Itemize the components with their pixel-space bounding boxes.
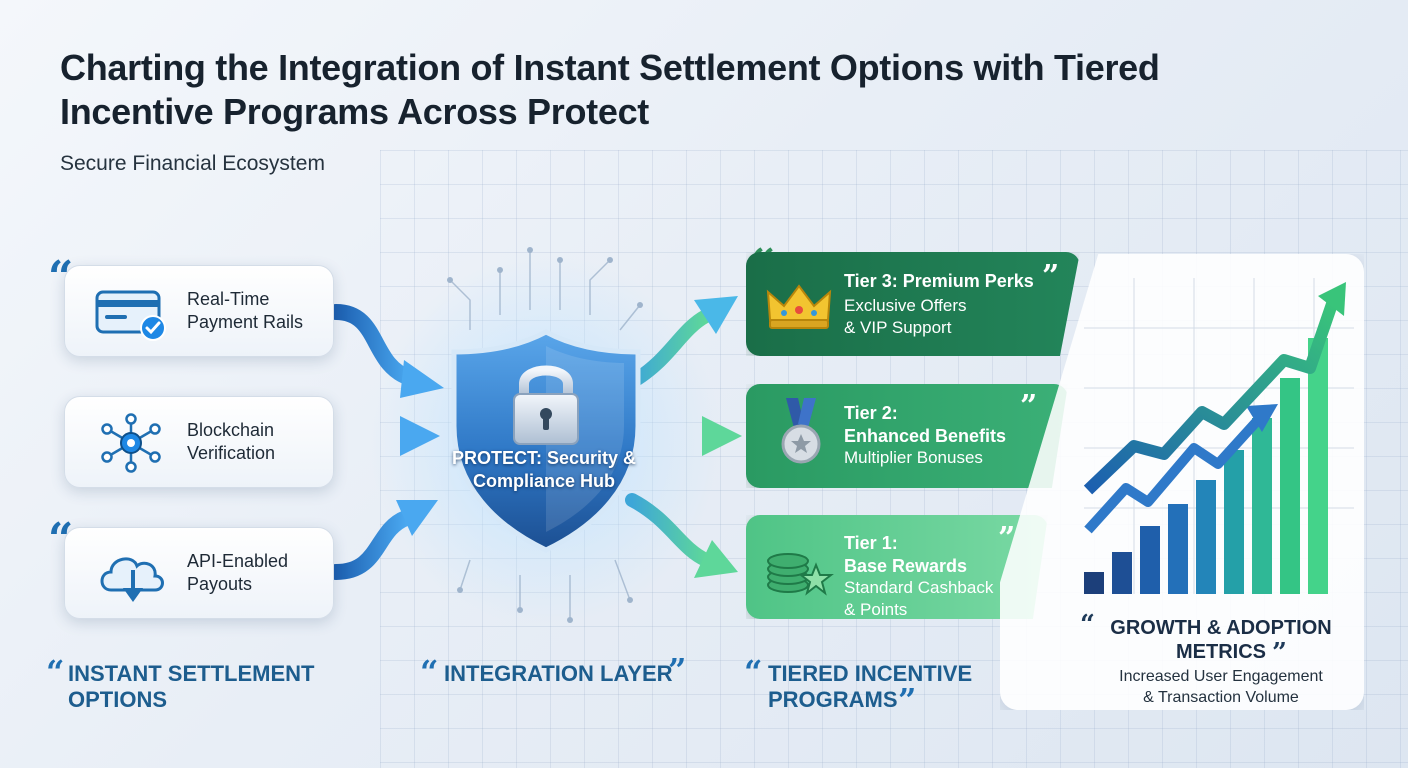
metrics-subtitle-line2: & Transaction Volume [1143,689,1299,706]
arrow-payment-rails [328,304,418,386]
quote-mark-metrics-close: ” [1272,638,1287,668]
tier-1-desc-line1: Standard Cashback [844,578,994,597]
output-arrows [625,309,713,567]
medal-icon [781,398,821,464]
output-arrowheads [694,296,742,578]
quote-mark-integration-open: “ [420,653,439,691]
tier-2-card: Tier 2: Enhanced Benefits Multiplier Bon… [746,384,1068,488]
growth-line-secondary [1084,416,1262,534]
tier-3-card: Tier 3: Premium Perks Exclusive Offers &… [746,252,1080,356]
card-label-api-payouts: API-Enabled Payouts [187,551,289,594]
tier-1-card: Tier 1: Base Rewards Standard Cashback &… [746,515,1048,619]
coins-star-icon [767,553,834,596]
quote-mark-tier2-close: ” [1020,389,1038,424]
quote-mark-incentives-close: ” [898,681,917,719]
hub-label: PROTECT: Security & Compliance Hub [451,448,637,491]
quote-mark-integration-close: ” [668,651,687,689]
arrow-tier3 [625,309,713,389]
card-label-blockchain: Blockchain Verification [187,420,276,463]
quote-mark-settlement: “ [46,653,65,691]
tier-3-desc-line1: Exclusive Offers [844,296,967,315]
tier-3-desc-line2: & VIP Support [844,318,952,337]
tier-3-name: Tier 3: Premium Perks [844,271,1034,291]
growth-chart-icon [1083,278,1354,594]
quote-mark-tier3-close: ” [1042,259,1060,294]
section-label-settlement: INSTANT SETTLEMENT OPTIONS [68,661,315,712]
card-api-enabled-payouts: API-Enabled Payouts [64,527,334,619]
circuit-dots [447,247,643,623]
credit-card-check-icon [95,290,166,341]
crown-icon [766,284,832,329]
card-blockchain-verification: Blockchain Verification [64,396,334,488]
quote-mark-incentives-open: “ [744,653,763,691]
page-title: Charting the Integration of Instant Sett… [60,47,1160,132]
arrow-tier1 [625,493,713,567]
card-real-time-payment-rails: Real-Time Payment Rails [64,265,334,357]
section-label-integration: INTEGRATION LAYER [444,661,673,686]
tier-2-name-line1: Tier 2: [844,403,898,423]
growth-line-primary [1083,302,1338,495]
tier-1-name-line1: Tier 1: [844,533,898,553]
card-label-payment-rails: Real-Time Payment Rails [187,289,304,332]
network-nodes-icon [101,413,161,473]
metrics-title: GROWTH & ADOPTION METRICS [1110,617,1332,663]
page-subtitle: Secure Financial Ecosystem [60,152,325,175]
cloud-download-icon [100,557,164,602]
input-arrowheads [396,360,444,536]
shield-lock-icon [451,329,641,553]
arrow-api-payouts [328,510,414,580]
growth-bars [1084,338,1328,594]
tier-1-name-line2: Base Rewards [844,556,968,576]
tier-1-desc-line2: & Points [844,600,908,619]
tier-2-desc: Multiplier Bonuses [844,448,983,467]
circuit-lines [449,250,641,620]
tier-2-name-line2: Enhanced Benefits [844,426,1007,446]
metrics-subtitle-line1: Increased User Engagement [1119,668,1323,685]
section-label-incentives: TIERED INCENTIVE PROGRAMS [768,661,973,712]
input-arrows [328,304,418,580]
quote-mark-metrics-open: “ [1080,610,1095,640]
